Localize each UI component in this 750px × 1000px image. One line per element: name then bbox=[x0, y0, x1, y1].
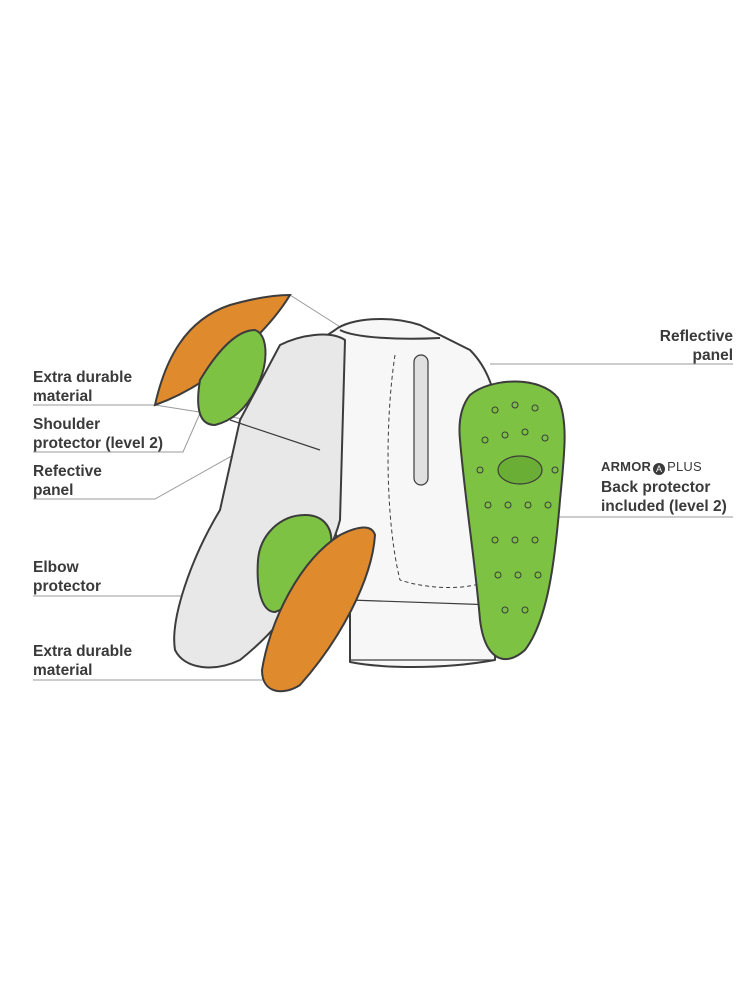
back-protector bbox=[458, 380, 566, 661]
label-line: panel bbox=[33, 482, 74, 499]
label-line: material bbox=[33, 662, 93, 679]
label-line: Extra durable bbox=[33, 369, 133, 386]
label-line: Reflective bbox=[659, 328, 733, 345]
label-line: Extra durable bbox=[33, 643, 133, 660]
label-reflective-panel-right: Reflective panel bbox=[660, 327, 733, 365]
label-line: material bbox=[33, 388, 93, 405]
label-line: protector bbox=[33, 578, 102, 595]
label-elbow-protector: Elbow protector bbox=[33, 558, 101, 596]
label-line: Back protector bbox=[601, 479, 711, 496]
brand-mark-icon: A bbox=[653, 463, 666, 475]
label-line: included (level 2) bbox=[601, 498, 727, 515]
brand-light: PLUS bbox=[667, 459, 702, 474]
label-line: Elbow bbox=[33, 559, 79, 576]
label-reflective-panel-left: Refective panel bbox=[33, 462, 102, 500]
label-line: Refective bbox=[33, 463, 102, 480]
label-extra-durable-material-shoulder: Extra durable material bbox=[33, 368, 132, 406]
label-line: protector (level 2) bbox=[33, 435, 164, 452]
label-extra-durable-material-elbow: Extra durable material bbox=[33, 642, 132, 680]
label-shoulder-protector: Shoulder protector (level 2) bbox=[33, 415, 163, 453]
durable-material-elbow bbox=[260, 526, 377, 693]
label-line: Shoulder bbox=[33, 416, 101, 433]
label-line: panel bbox=[692, 347, 733, 364]
brand-bold: ARMOR bbox=[601, 459, 652, 474]
shoulder-protector bbox=[197, 328, 267, 427]
